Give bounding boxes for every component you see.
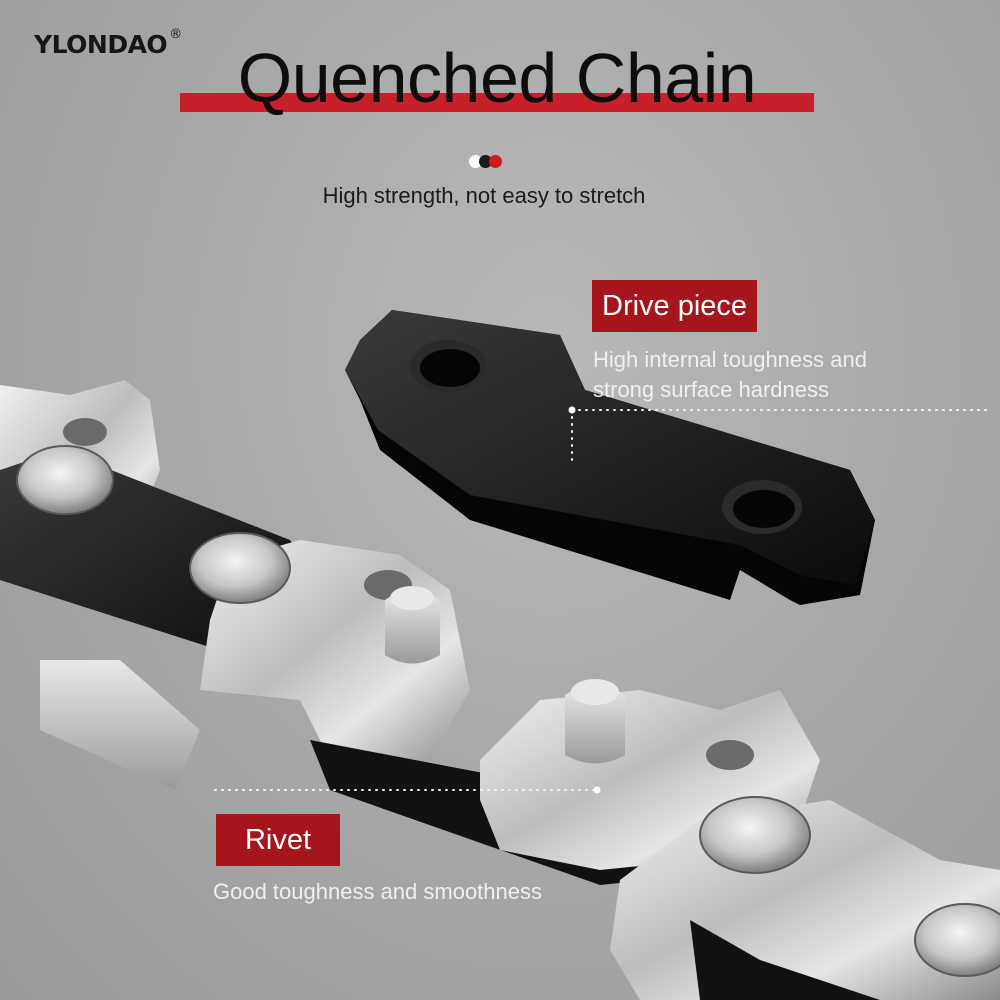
drive-piece-label: Drive piece — [592, 280, 758, 332]
rivet-label: Rivet — [216, 814, 340, 866]
indicator-dot-red — [489, 155, 502, 168]
drive-piece-desc-line1: High internal toughness and — [593, 347, 867, 372]
drive-piece-description: High internal toughness and strong surfa… — [593, 345, 867, 405]
leader-point-rivet — [593, 786, 601, 794]
subtitle: High strength, not easy to stretch — [322, 183, 646, 208]
drive-piece-desc-line2: strong surface hardness — [593, 377, 830, 402]
chain — [0, 380, 1000, 1000]
registered-mark: ® — [169, 26, 182, 42]
leader-point-drive — [568, 406, 576, 414]
page-title: Quenched Chain — [237, 39, 757, 117]
title-underline-bar — [180, 93, 814, 112]
leader-lines — [214, 409, 991, 791]
drive-piece — [345, 310, 875, 605]
rivet-description: Good toughness and smoothness — [213, 879, 543, 904]
indicator-dot-white — [469, 155, 482, 168]
brand-logo: YLONDAO® — [34, 26, 182, 59]
brand-name: YLONDAO — [34, 30, 168, 59]
indicator-dot-black — [479, 155, 492, 168]
